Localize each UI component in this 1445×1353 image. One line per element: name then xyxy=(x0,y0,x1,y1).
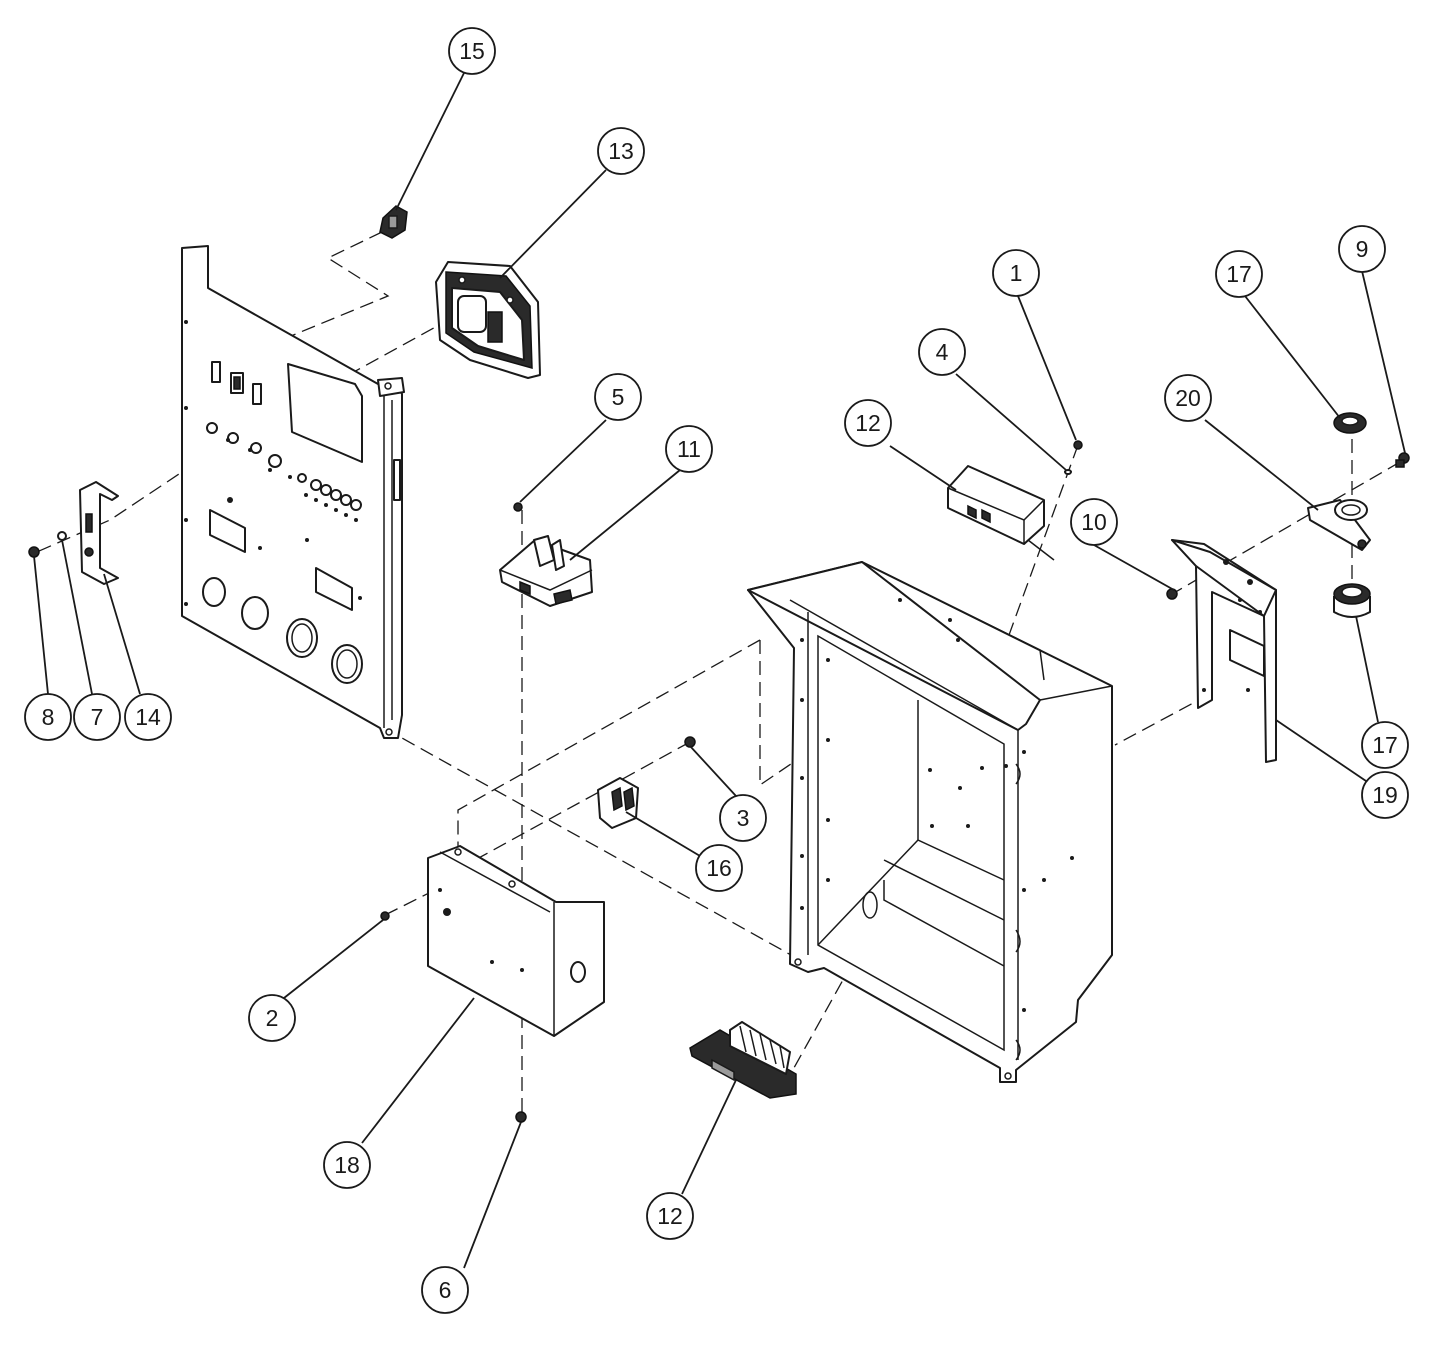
svg-text:7: 7 xyxy=(91,704,104,730)
svg-text:4: 4 xyxy=(936,339,949,365)
callout-12-upper: 12 xyxy=(844,399,892,447)
svg-text:12: 12 xyxy=(657,1203,683,1229)
svg-text:12: 12 xyxy=(855,410,881,436)
svg-text:8: 8 xyxy=(42,704,55,730)
screw-2-part xyxy=(380,911,390,921)
callout-6: 6 xyxy=(421,1266,469,1314)
svg-text:6: 6 xyxy=(439,1277,452,1303)
callout-14: 14 xyxy=(124,693,172,741)
screw-part xyxy=(28,546,40,558)
callout-8: 8 xyxy=(24,693,72,741)
callout-19: 19 xyxy=(1361,771,1409,819)
svg-text:14: 14 xyxy=(135,704,161,730)
screw-1-part xyxy=(1073,440,1083,450)
svg-text:9: 9 xyxy=(1356,236,1369,262)
svg-text:17: 17 xyxy=(1226,261,1252,287)
front-panel-part xyxy=(181,245,405,739)
svg-text:2: 2 xyxy=(266,1005,279,1031)
small-switch-part xyxy=(597,777,639,829)
nut-10-part xyxy=(1166,588,1178,600)
callout-7: 7 xyxy=(73,693,121,741)
heatsink-module-part xyxy=(689,1021,797,1099)
svg-text:17: 17 xyxy=(1372,732,1398,758)
ring-bracket-part xyxy=(1307,499,1371,551)
callout-4: 4 xyxy=(918,328,966,376)
enclosure-housing-part xyxy=(747,561,1113,1083)
screw-9-part xyxy=(1395,452,1410,468)
callout-1: 1 xyxy=(992,249,1040,297)
svg-text:10: 10 xyxy=(1081,509,1107,535)
svg-text:18: 18 xyxy=(334,1152,360,1178)
callout-20: 20 xyxy=(1164,374,1212,422)
grommet-lower-part xyxy=(1333,583,1371,618)
callout-16: 16 xyxy=(695,844,743,892)
svg-text:13: 13 xyxy=(608,138,634,164)
screw-6-part xyxy=(515,1111,527,1123)
callout-10: 10 xyxy=(1070,498,1118,546)
callout-11: 11 xyxy=(665,425,713,473)
svg-text:5: 5 xyxy=(612,384,625,410)
grommet-upper-part xyxy=(1333,412,1367,434)
svg-text:11: 11 xyxy=(677,436,701,462)
callout-18: 18 xyxy=(323,1141,371,1189)
callout-12-lower: 12 xyxy=(646,1192,694,1240)
callout-13: 13 xyxy=(597,127,645,175)
svg-text:19: 19 xyxy=(1372,782,1398,808)
callout-15: 15 xyxy=(448,27,496,75)
callout-5: 5 xyxy=(594,373,642,421)
terminal-block-part xyxy=(499,535,593,607)
svg-text:3: 3 xyxy=(737,805,750,831)
leader-lines xyxy=(33,72,1406,1269)
svg-text:15: 15 xyxy=(459,38,485,64)
svg-text:1: 1 xyxy=(1010,260,1023,286)
side-bracket-part xyxy=(79,481,119,585)
rocker-switch-part xyxy=(379,205,408,239)
washer-4-part xyxy=(1064,469,1072,475)
callout-9: 9 xyxy=(1338,225,1386,273)
callout-bubbles: 15 13 1 9 17 4 20 5 11 12 10 8 7 14 17 1… xyxy=(24,27,1409,1314)
side-panel-part xyxy=(1171,539,1277,763)
svg-text:20: 20 xyxy=(1175,385,1201,411)
washer-part xyxy=(57,531,67,541)
callout-3: 3 xyxy=(719,794,767,842)
svg-text:16: 16 xyxy=(706,855,732,881)
lower-bracket-part xyxy=(427,845,605,1037)
screw-5-part xyxy=(513,502,523,512)
callout-17-upper: 17 xyxy=(1215,250,1263,298)
callout-17-lower: 17 xyxy=(1361,721,1409,769)
relay-box-part xyxy=(947,465,1055,561)
callout-2: 2 xyxy=(248,994,296,1042)
screw-3-part xyxy=(684,736,696,748)
display-module-part xyxy=(435,261,541,379)
